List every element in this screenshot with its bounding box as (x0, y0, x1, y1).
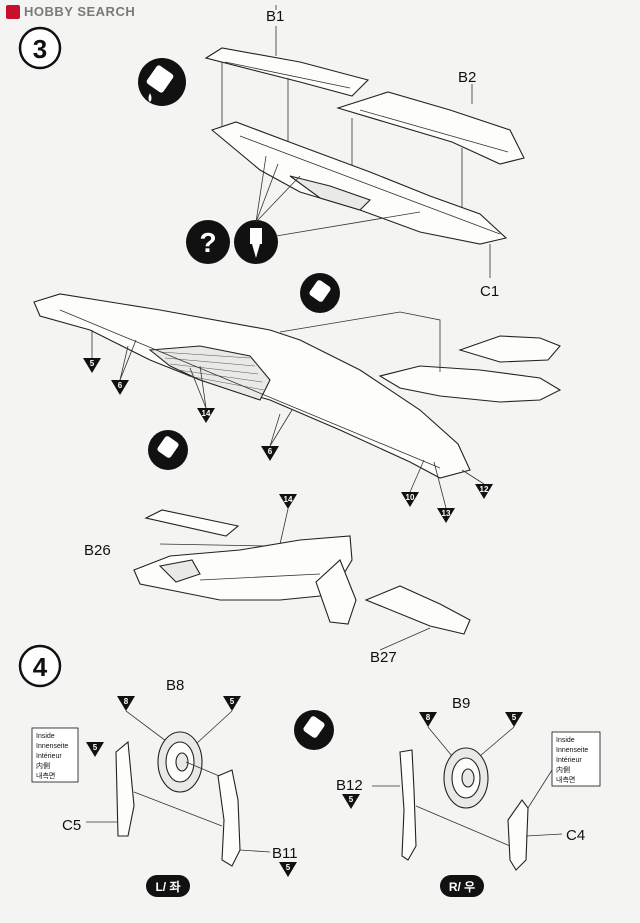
fuselage-assembly (133, 535, 357, 625)
step-4-number: 4 (33, 652, 48, 682)
step-3: 3 B1 B2 (18, 5, 562, 666)
part-b11 (217, 769, 271, 867)
label-c5: C5 (62, 817, 81, 834)
svg-text:内側: 内側 (36, 761, 50, 770)
callout-5-b11: 5 (279, 862, 297, 877)
callout-14: 14 (189, 365, 215, 423)
part-b9 (443, 747, 489, 809)
cement-icon (234, 155, 421, 264)
svg-text:14: 14 (284, 495, 293, 504)
svg-text:12: 12 (480, 485, 489, 494)
svg-text:Inside: Inside (556, 737, 575, 744)
part-c4 (507, 799, 563, 871)
step-3-number: 3 (33, 34, 47, 64)
label-c4: C4 (566, 827, 585, 844)
part-b1 (204, 5, 370, 146)
callout-12: 12 (461, 469, 493, 499)
svg-text:Innenseite: Innenseite (36, 743, 68, 750)
svg-text:8: 8 (426, 713, 431, 722)
callout-8-left: 8 (117, 696, 171, 745)
part-c5 (86, 740, 135, 837)
svg-text:L/ 좌: L/ 좌 (155, 879, 180, 894)
part-b12 (372, 749, 417, 861)
step-3-circle (18, 26, 62, 70)
callout-6: 6 (111, 339, 137, 395)
inside-note-left: Inside Innenseite Intérieur 内側 내측면 (31, 727, 79, 783)
label-c1: C1 (480, 283, 499, 300)
step-4: 4 Inside Innenseite Intérieur 内側 내측면 5 C… (18, 644, 601, 897)
glue-icon (300, 273, 340, 313)
label-b11: B11 (272, 845, 298, 862)
svg-text:13: 13 (442, 509, 451, 518)
label-b27: B27 (370, 649, 397, 666)
callout-5-b12: 5 (342, 794, 360, 809)
label-b9: B9 (452, 695, 470, 712)
side-pill-right: R/ 우 (440, 875, 484, 897)
label-b12: B12 (336, 777, 363, 794)
svg-text:내측면: 내측면 (556, 775, 575, 784)
svg-text:Innenseite: Innenseite (556, 747, 588, 754)
glue-icon (148, 430, 188, 470)
watermark: HOBBY SEARCH (6, 4, 135, 19)
svg-text:14: 14 (202, 409, 211, 418)
hobby-search-logo-icon (6, 4, 20, 19)
glue-icon (138, 58, 186, 106)
svg-text:5: 5 (512, 713, 517, 722)
part-c1 (210, 121, 508, 278)
label-b1: B1 (266, 8, 284, 25)
right-axle-line (415, 805, 511, 847)
svg-text:5: 5 (93, 743, 98, 752)
question-icon: ? (186, 220, 230, 264)
svg-text:5: 5 (349, 795, 354, 804)
callout-6: 6 (261, 409, 293, 461)
glue-icon (294, 710, 334, 750)
label-b2: B2 (458, 69, 476, 86)
callout-8-right: 8 (419, 712, 453, 757)
callout-5-left: 5 (195, 696, 241, 745)
callout-5: 5 (83, 330, 101, 373)
wing-assembly (33, 293, 562, 479)
svg-text:内側: 内側 (556, 765, 570, 774)
svg-text:내측면: 내측면 (36, 771, 55, 780)
callout-13: 13 (433, 461, 455, 523)
left-axle-line (133, 791, 223, 827)
svg-text:Intérieur: Intérieur (556, 757, 582, 764)
step-4-circle (18, 644, 62, 688)
part-b27 (364, 585, 471, 651)
side-pill-left: L/ 좌 (146, 875, 190, 897)
callout-10: 10 (401, 459, 425, 507)
svg-text:5: 5 (230, 697, 235, 706)
svg-text:Intérieur: Intérieur (36, 753, 62, 760)
svg-text:5: 5 (90, 359, 95, 368)
callout-14: 14 (279, 494, 297, 545)
callout-5-right: 5 (479, 712, 523, 757)
svg-text:5: 5 (286, 863, 291, 872)
svg-text:Inside: Inside (36, 733, 55, 740)
svg-text:R/ 우: R/ 우 (449, 880, 475, 894)
watermark-text: HOBBY SEARCH (24, 4, 136, 19)
part-b26 (144, 509, 269, 547)
svg-text:10: 10 (406, 493, 415, 502)
svg-text:?: ? (199, 227, 216, 258)
callout-5-c5: 5 (86, 742, 104, 757)
label-b26: B26 (84, 542, 111, 559)
svg-text:6: 6 (118, 381, 123, 390)
part-b8 (157, 731, 225, 793)
label-b8: B8 (166, 677, 184, 694)
svg-text:6: 6 (268, 447, 273, 456)
inside-note-right: Inside Innenseite Intérieur 内側 내측면 (527, 731, 601, 809)
svg-text:8: 8 (124, 697, 129, 706)
